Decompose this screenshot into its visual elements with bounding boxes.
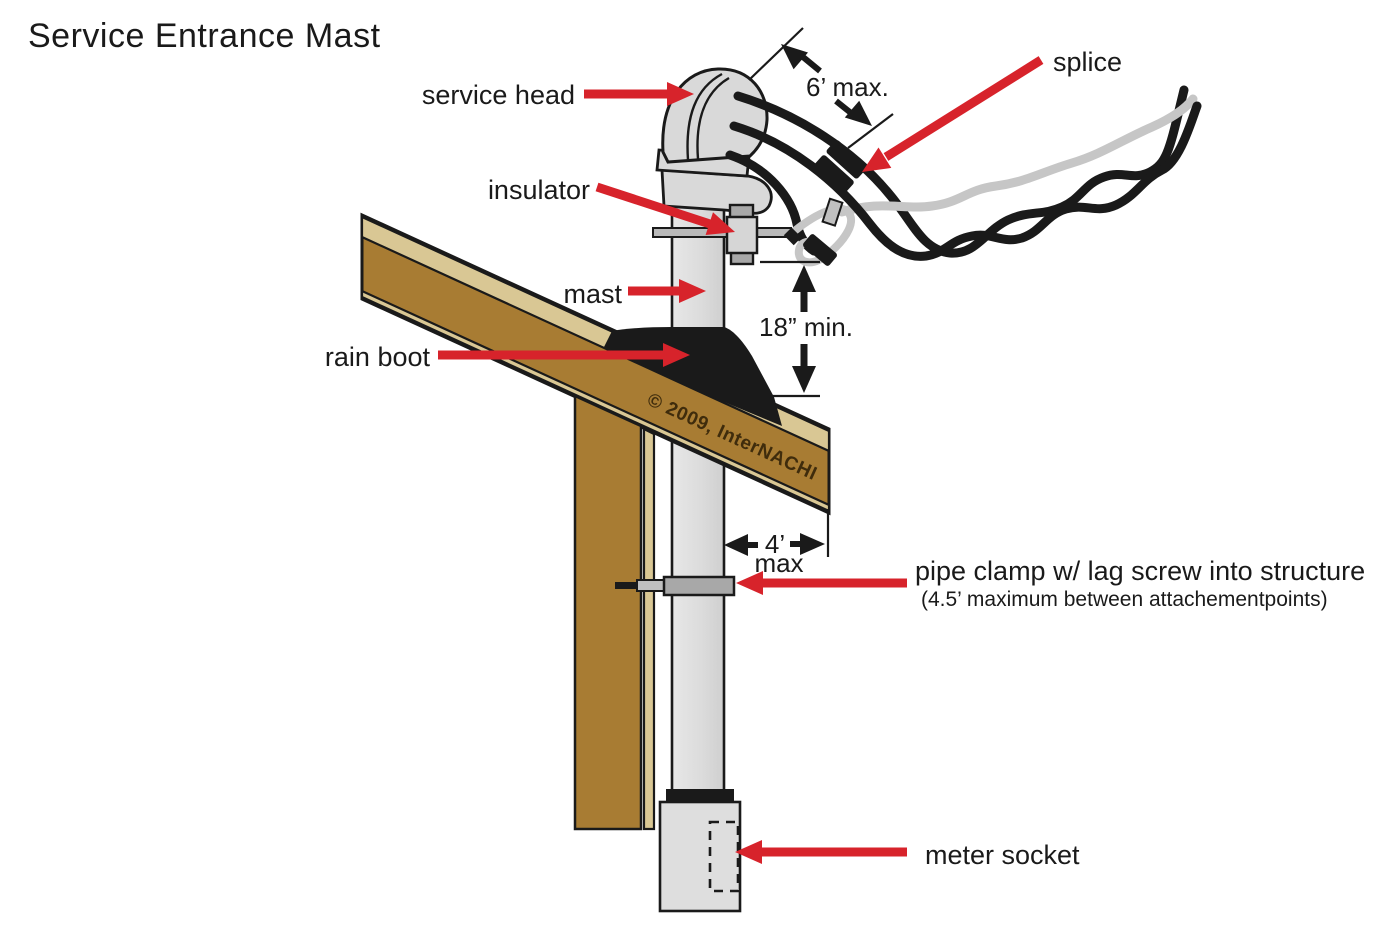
insulator-arrow [595,182,712,229]
label-meter-socket: meter socket [925,840,1080,870]
dim-6ft-arrow-shaft-down [834,98,853,116]
dim-6ft-tick-2 [847,113,894,149]
dim-4ft-arrowhead-right [800,533,825,555]
mast-arrowhead [679,279,706,303]
label-splice: splice [1053,47,1122,77]
wall-post [573,394,656,831]
insulator-arrowhead [705,212,735,235]
label-mast: mast [563,279,622,309]
meter-coupling [666,789,734,803]
dim-6ft-arrow-shaft-up [801,54,822,74]
callout-arrows [438,56,1044,864]
label-pipe-clamp: pipe clamp w/ lag screw into structure [915,556,1365,586]
service-head-body [660,168,773,215]
post-board [573,394,643,831]
insulator-spool [725,215,759,255]
dimension-4ft: 4’ max [724,509,830,578]
splice-arrow [883,56,1044,161]
dim-4ft-value: 4’ [765,529,785,559]
post-trim [642,427,656,831]
pipe-clamp-shape [615,575,736,597]
lag-screw-shank [636,579,668,592]
splice-barrel-2 [826,140,867,179]
label-rain-boot: rain boot [325,342,431,372]
dim-4ft-arrowhead-left [724,534,748,556]
mast-pipe [670,176,726,794]
insulator-shape [725,203,759,266]
service-head-dome [661,67,769,164]
service-head-arrowhead [667,82,694,106]
splice-arrowhead [862,147,892,172]
meter-socket-arrowhead [735,840,762,864]
dimension-6ft: 6’ max. [748,27,894,149]
label-service-head: service head [422,80,575,110]
meter-socket-shape [658,789,742,913]
dim-6ft-tick-1 [748,27,804,81]
wire-black-1 [733,85,1189,258]
dim-6ft-arrowhead-down [844,100,872,126]
loop-hook [783,227,802,246]
meter-box [658,800,742,913]
messenger-clamp [821,197,844,227]
dim-18in-label: 18” min. [759,312,853,342]
splice-barrel-1 [813,155,854,194]
dim-6ft-arrowhead-up [781,44,808,70]
lag-screw-tip [615,582,639,589]
label-insulator: insulator [488,175,590,205]
wire-messenger-gray [837,94,1198,217]
splice-hardware [783,140,867,266]
dim-18in-arrowhead-up [792,265,816,292]
wire-black-2 [729,101,1202,261]
service-head-ridge-2 [696,76,730,160]
rain-boot-arrowhead [663,343,690,367]
dead-end-ferrule [803,234,837,266]
dim-6ft-label: 6’ max. [806,72,889,102]
page-title: Service Entrance Mast [28,17,381,55]
service-head-ridge-1 [686,72,723,161]
dim-18in-arrowhead-down [792,366,816,393]
callout-labels: service head insulator mast rain boot sp… [325,47,1365,870]
dimension-18in: 18” min. [759,260,853,398]
pipe-clamp-arrowhead [736,571,763,595]
pipe-clamp-band [662,575,736,597]
label-pipe-clamp-note: (4.5’ maximum between attachementpoints) [921,588,1328,611]
